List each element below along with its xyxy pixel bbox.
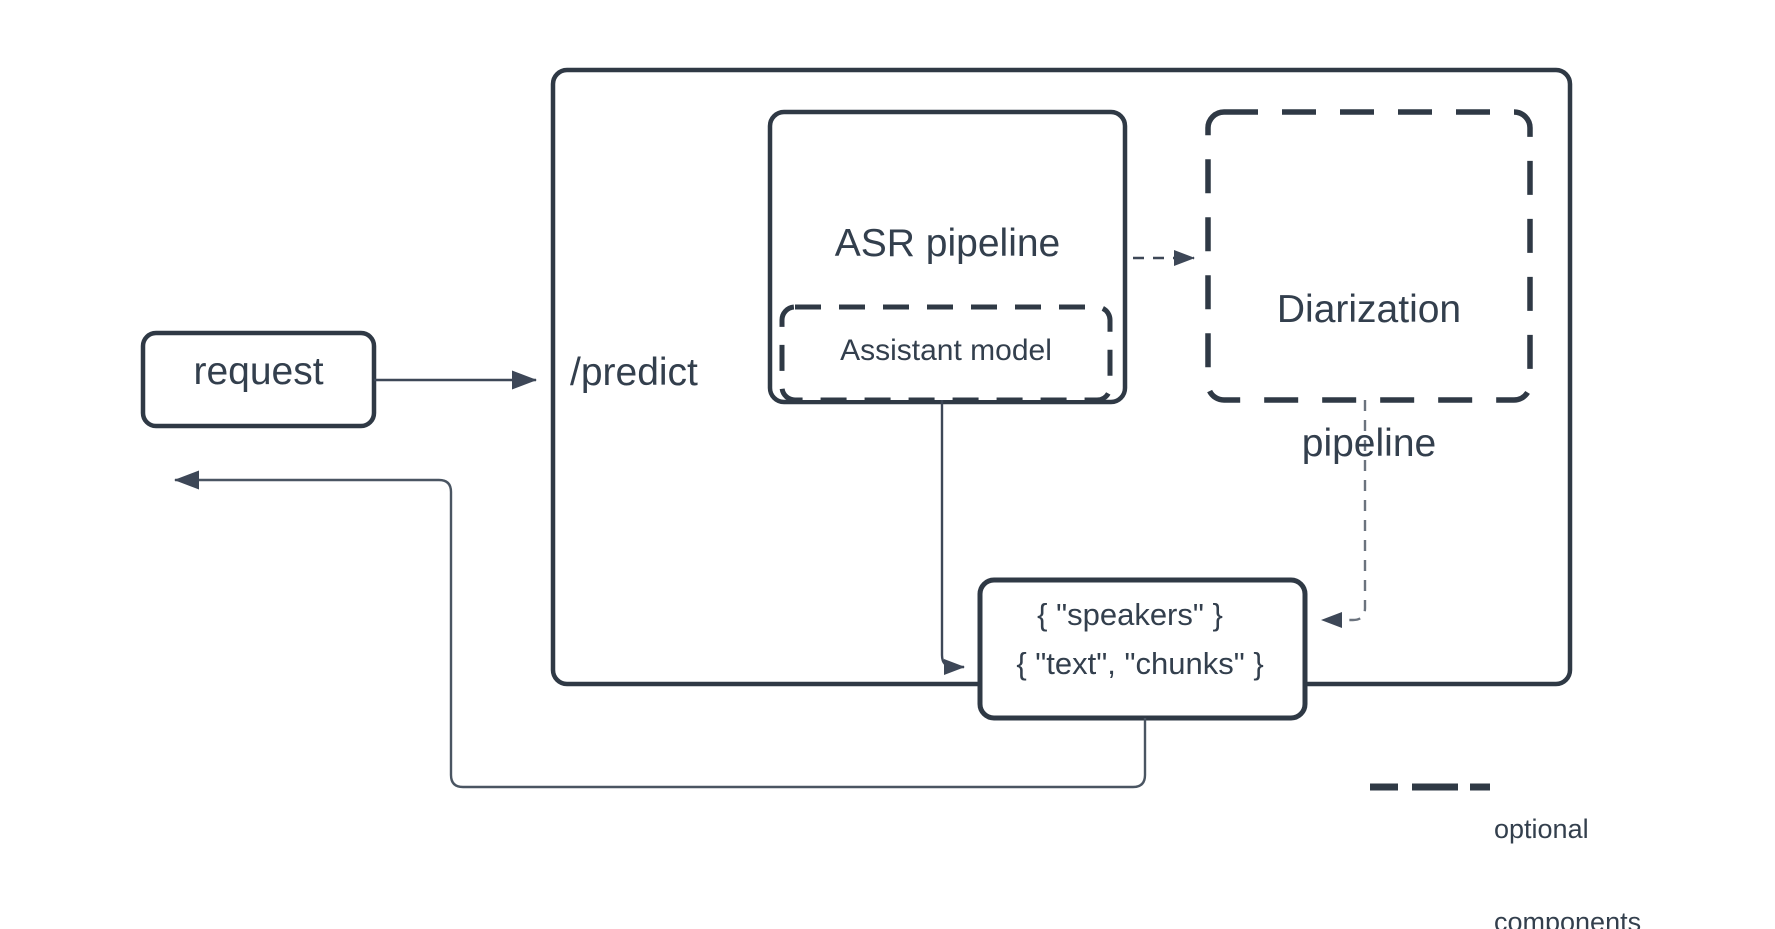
output-box bbox=[977, 577, 1308, 721]
diarization-pipeline-box bbox=[1205, 109, 1533, 403]
request-box bbox=[140, 330, 377, 429]
edge-diarization-to-output bbox=[1321, 400, 1367, 628]
edge-assistant-to-output bbox=[940, 400, 965, 675]
edge-output-to-response bbox=[174, 470, 1147, 789]
assistant-model-box bbox=[779, 304, 1113, 403]
